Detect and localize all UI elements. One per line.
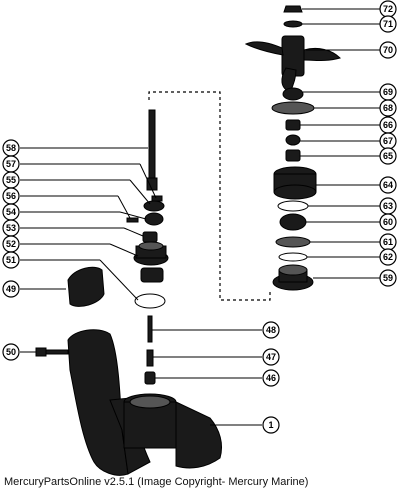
bolt-50 xyxy=(35,347,69,357)
callout-47: 47 xyxy=(262,348,280,366)
svg-text:55: 55 xyxy=(6,175,16,185)
svg-text:63: 63 xyxy=(383,201,393,211)
callout-58: 58 xyxy=(2,139,20,157)
gear-housing xyxy=(67,329,223,476)
callout-67: 67 xyxy=(379,132,397,150)
callout-68: 68 xyxy=(379,99,397,117)
svg-text:56: 56 xyxy=(6,191,16,201)
svg-text:1: 1 xyxy=(268,420,273,430)
svg-text:57: 57 xyxy=(6,159,16,169)
svg-text:67: 67 xyxy=(383,136,393,146)
bearing-65 xyxy=(285,149,301,162)
bearing-cup-55 xyxy=(143,200,165,212)
shim-62 xyxy=(278,252,308,262)
callouts: 72 71 70 69 68 66 67 65 64 63 60 61 62 5… xyxy=(2,0,397,434)
bearing-carrier xyxy=(273,166,317,200)
propeller-nut xyxy=(283,5,303,13)
bearing-53 xyxy=(142,231,158,243)
callout-70: 70 xyxy=(379,41,397,59)
callout-48: 48 xyxy=(262,321,280,339)
callout-52: 52 xyxy=(2,235,20,253)
bearing-66 xyxy=(285,119,301,131)
svg-text:49: 49 xyxy=(6,284,16,294)
svg-text:52: 52 xyxy=(6,239,16,249)
pin-56 xyxy=(126,217,139,223)
svg-text:61: 61 xyxy=(383,237,393,247)
callout-62: 62 xyxy=(379,248,397,266)
callout-69: 69 xyxy=(379,83,397,101)
callout-63: 63 xyxy=(379,197,397,215)
tab-washer xyxy=(283,20,303,28)
reverse-gear xyxy=(272,264,314,291)
callout-55: 55 xyxy=(2,171,20,189)
svg-text:72: 72 xyxy=(383,4,393,14)
copyright-footer: MercuryPartsOnline v2.5.1 (Image Copyrig… xyxy=(4,476,309,488)
svg-text:59: 59 xyxy=(383,273,393,283)
propeller xyxy=(244,35,341,93)
svg-text:64: 64 xyxy=(383,180,393,190)
svg-text:65: 65 xyxy=(383,151,393,161)
pinion-gear xyxy=(133,241,169,266)
stud-47 xyxy=(146,349,154,367)
callout-57: 57 xyxy=(2,155,20,173)
svg-text:50: 50 xyxy=(6,347,16,357)
callout-49: 49 xyxy=(2,280,20,298)
callout-56: 56 xyxy=(2,187,20,205)
callout-54: 54 xyxy=(2,203,20,221)
callout-1: 1 xyxy=(262,416,280,434)
svg-text:48: 48 xyxy=(266,325,276,335)
stud-48 xyxy=(147,315,153,343)
callout-71: 71 xyxy=(379,15,397,33)
callout-61: 61 xyxy=(379,233,397,251)
leader-lines xyxy=(20,8,380,426)
svg-text:60: 60 xyxy=(383,217,393,227)
driveshaft xyxy=(146,109,158,191)
pinion-54 xyxy=(144,212,164,226)
alignment-dashed-line xyxy=(148,91,271,301)
callout-50: 50 xyxy=(2,343,20,361)
svg-text:71: 71 xyxy=(383,19,393,29)
svg-text:47: 47 xyxy=(266,352,276,362)
callout-60: 60 xyxy=(379,213,397,231)
svg-text:66: 66 xyxy=(383,120,393,130)
svg-text:69: 69 xyxy=(383,87,393,97)
o-ring-63 xyxy=(277,200,309,212)
anode-49 xyxy=(67,266,105,307)
diagram-parts xyxy=(35,5,341,476)
svg-text:58: 58 xyxy=(6,143,16,153)
pin-57 xyxy=(151,195,163,202)
thrust-washer xyxy=(271,101,315,115)
callout-66: 66 xyxy=(379,116,397,134)
svg-text:53: 53 xyxy=(6,223,16,233)
callout-46: 46 xyxy=(262,369,280,387)
callout-65: 65 xyxy=(379,147,397,165)
svg-text:54: 54 xyxy=(6,207,16,217)
callout-72: 72 xyxy=(379,0,397,18)
spacer-51 xyxy=(140,267,164,283)
svg-text:51: 51 xyxy=(6,255,16,265)
nut-46 xyxy=(144,371,156,385)
callout-59: 59 xyxy=(379,269,397,287)
o-ring-49-ring xyxy=(134,293,166,309)
callout-53: 53 xyxy=(2,219,20,237)
svg-text:68: 68 xyxy=(383,103,393,113)
seal-67 xyxy=(285,134,301,146)
ring-61 xyxy=(275,236,311,248)
callout-64: 64 xyxy=(379,176,397,194)
thrust-hub xyxy=(282,87,304,101)
svg-text:70: 70 xyxy=(383,45,393,55)
svg-text:46: 46 xyxy=(266,373,276,383)
bearing-60 xyxy=(279,213,307,231)
svg-text:62: 62 xyxy=(383,252,393,262)
callout-51: 51 xyxy=(2,251,20,269)
